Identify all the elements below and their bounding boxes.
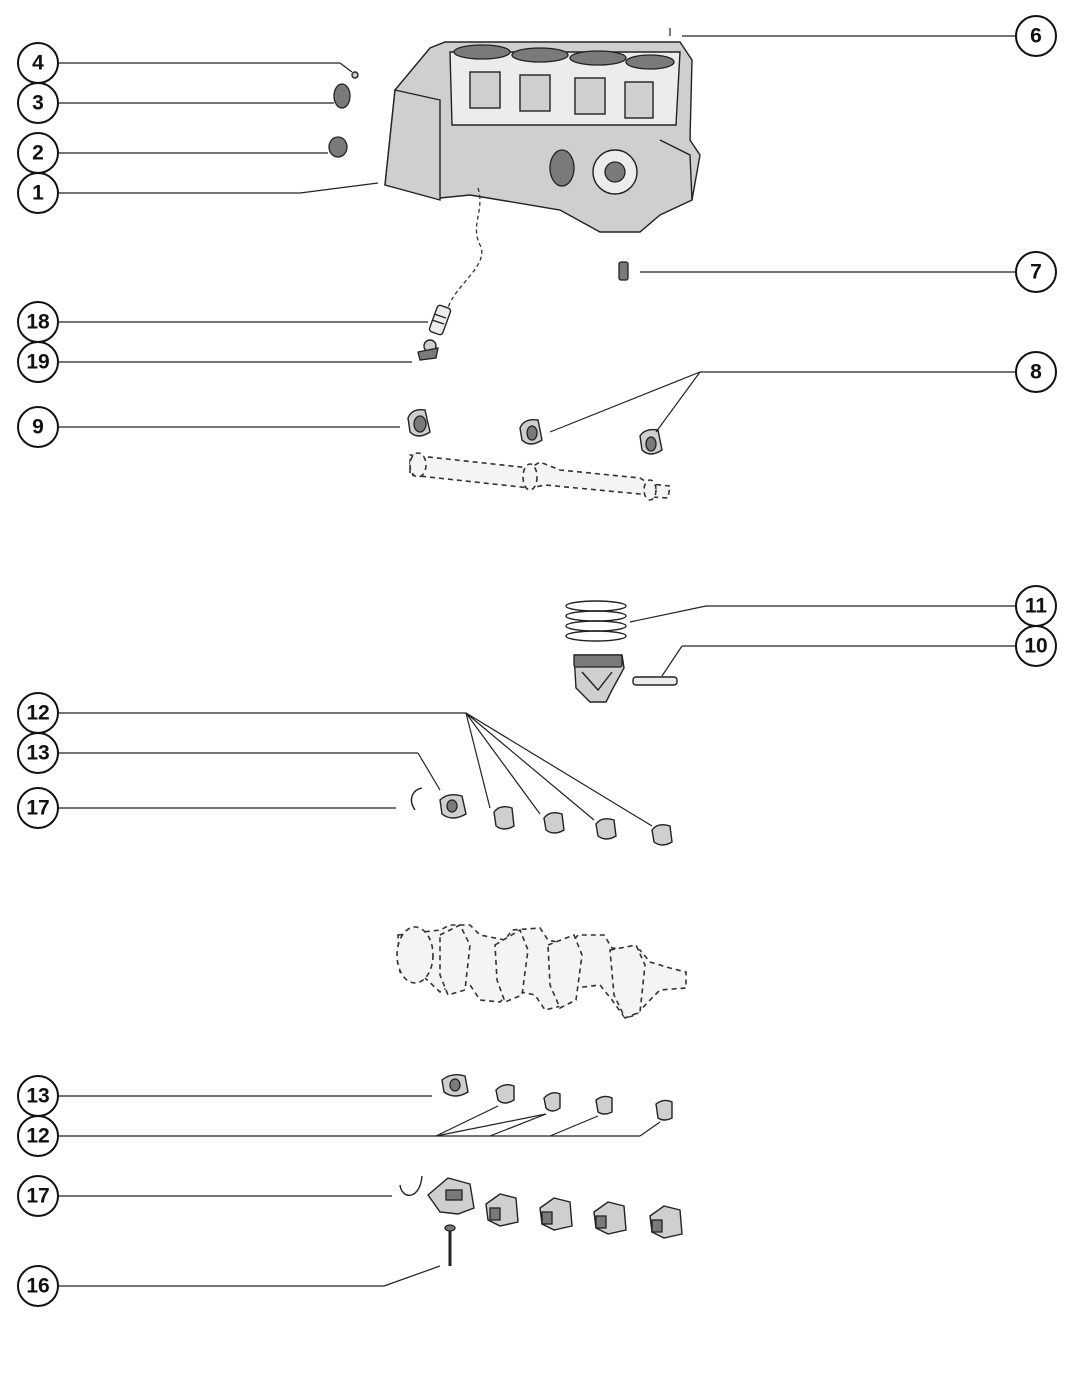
part-17-rear-seal-lower	[399, 1175, 423, 1196]
piston	[573, 654, 625, 703]
callout-3-label: 3	[32, 92, 44, 115]
callout-16: 16	[17, 1265, 59, 1307]
main-bearing-cap-1	[485, 1193, 519, 1227]
callout-13-lower: 13	[17, 1075, 59, 1117]
part-12-main-bearing-lower-1	[495, 1083, 515, 1104]
part-7-dowel	[618, 261, 629, 281]
part-12-main-bearing-upper-4	[651, 823, 673, 846]
callout-9-label: 9	[32, 416, 44, 439]
part-8-camshaft-bearing-2	[639, 428, 663, 455]
callout-2: 2	[17, 132, 59, 174]
main-bearing-cap-4	[649, 1205, 683, 1239]
callout-10: 10	[1015, 625, 1057, 667]
callout-17-upper-label: 17	[26, 797, 49, 820]
part-2-expansion-plug	[328, 136, 348, 158]
part-17-rear-seal-upper	[410, 787, 423, 811]
callout-1-label: 1	[32, 182, 44, 205]
camshaft	[409, 452, 671, 501]
part-8-camshaft-bearing-1	[519, 418, 543, 445]
part-9-camshaft-bearing	[407, 408, 431, 437]
part-16-main-bearing-bolt	[444, 1224, 456, 1266]
callout-6-label: 6	[1030, 25, 1042, 48]
callout-10-label: 10	[1024, 635, 1047, 658]
callout-9: 9	[17, 406, 59, 448]
part-19-drain-cock	[417, 339, 439, 361]
crankshaft	[396, 923, 687, 1020]
part-12-main-bearing-upper-3	[595, 817, 617, 840]
callout-4-label: 4	[32, 52, 44, 75]
callout-18-label: 18	[26, 311, 50, 334]
callout-12-upper: 12	[17, 692, 59, 734]
callout-13-lower-label: 13	[26, 1085, 49, 1108]
callout-13-upper: 13	[17, 732, 59, 774]
part-3-expansion-plug	[333, 83, 351, 109]
part-13-thrust-bearing-upper	[439, 793, 467, 819]
callout-8: 8	[1015, 351, 1057, 393]
part-12-main-bearing-upper-2	[543, 811, 565, 834]
part-13-thrust-bearing-lower	[441, 1073, 469, 1097]
callout-8-label: 8	[1030, 361, 1042, 384]
callout-12-upper-label: 12	[26, 702, 49, 725]
callout-7-label: 7	[1030, 261, 1042, 284]
cylinder-block	[384, 41, 701, 233]
part-4-plug	[351, 71, 359, 79]
callout-12-lower: 12	[17, 1115, 59, 1157]
part-12-main-bearing-lower-3	[595, 1095, 613, 1115]
callout-19-label: 19	[26, 351, 49, 374]
callout-18: 18	[17, 301, 59, 343]
part-10-piston-pin	[632, 676, 678, 686]
callout-17-lower-label: 17	[26, 1185, 49, 1208]
callout-4: 4	[17, 42, 59, 84]
callout-17-upper: 17	[17, 787, 59, 829]
callout-19: 19	[17, 341, 59, 383]
callout-11-label: 11	[1025, 595, 1048, 618]
callout-2-label: 2	[32, 142, 44, 165]
callout-3: 3	[17, 82, 59, 124]
part-18-drain-fitting	[428, 304, 452, 336]
callout-17-lower: 17	[17, 1175, 59, 1217]
part-12-main-bearing-lower-4	[655, 1099, 673, 1121]
leader-lines	[58, 35, 1016, 1287]
part-12-main-bearing-lower-2	[543, 1091, 561, 1112]
callout-12-lower-label: 12	[26, 1125, 49, 1148]
main-bearing-cap-2	[539, 1197, 573, 1231]
callout-13-upper-label: 13	[26, 742, 49, 765]
callout-7: 7	[1015, 251, 1057, 293]
main-bearing-cap-3	[593, 1201, 627, 1235]
part-12-main-bearing-upper-1	[493, 805, 515, 830]
callout-16-label: 16	[26, 1275, 49, 1298]
callout-6: 6	[1015, 15, 1057, 57]
part-11-piston-rings	[565, 600, 627, 642]
callout-11: 11	[1015, 585, 1057, 627]
callout-1: 1	[17, 172, 59, 214]
main-bearing-cap-rear	[427, 1177, 475, 1215]
